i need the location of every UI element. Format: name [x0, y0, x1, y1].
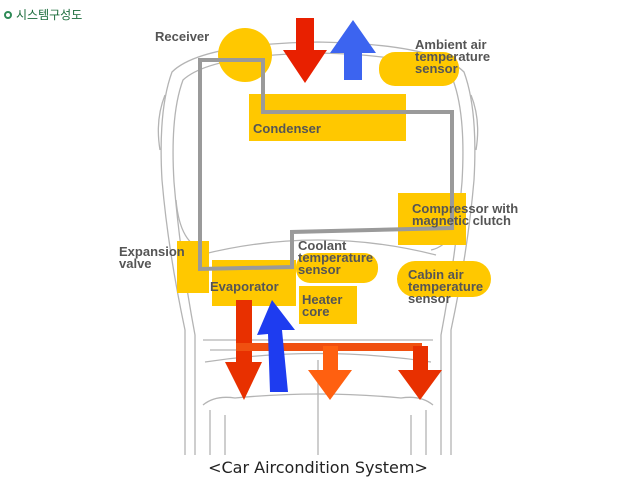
fresh-air-arrow-blue [257, 300, 295, 392]
label-cabin-sensor: Cabin air temperature sensor [408, 267, 484, 306]
header: 시스템구성도 [4, 6, 82, 23]
heater-core-component [299, 286, 357, 324]
page-title: 시스템구성도 [16, 8, 83, 22]
components [177, 28, 491, 324]
compressor-component [398, 193, 466, 245]
cabin-sensor-component [397, 261, 491, 297]
exhaust-arrow-blue [330, 20, 376, 80]
air-flow-arrows [225, 18, 442, 400]
coolant-sensor-component [296, 253, 378, 283]
intake-arrow-red [283, 18, 327, 83]
receiver-component [218, 28, 272, 82]
label-expansion-valve: Expansion valve [119, 244, 185, 271]
condenser-component [249, 94, 406, 141]
refrigerant-pipe [198, 58, 454, 272]
label-receiver: Receiver [155, 29, 210, 44]
bullet-circle-icon [4, 10, 12, 19]
label-ambient-sensor: Ambient air temperature sensor [415, 37, 491, 76]
diagram-caption: <Car Aircondition System> [208, 458, 428, 477]
label-compressor: Compressor with magnetic clutch [412, 201, 519, 228]
label-coolant-sensor: Coolant temperature sensor [298, 238, 374, 277]
label-evaporator: Evaporator [210, 279, 279, 294]
ambient-sensor-component [379, 52, 459, 86]
label-condenser: Condenser [253, 121, 321, 136]
label-heater-core: Heater core [302, 292, 343, 319]
defrost-arrow [308, 346, 352, 400]
floor-arrow [398, 346, 442, 400]
